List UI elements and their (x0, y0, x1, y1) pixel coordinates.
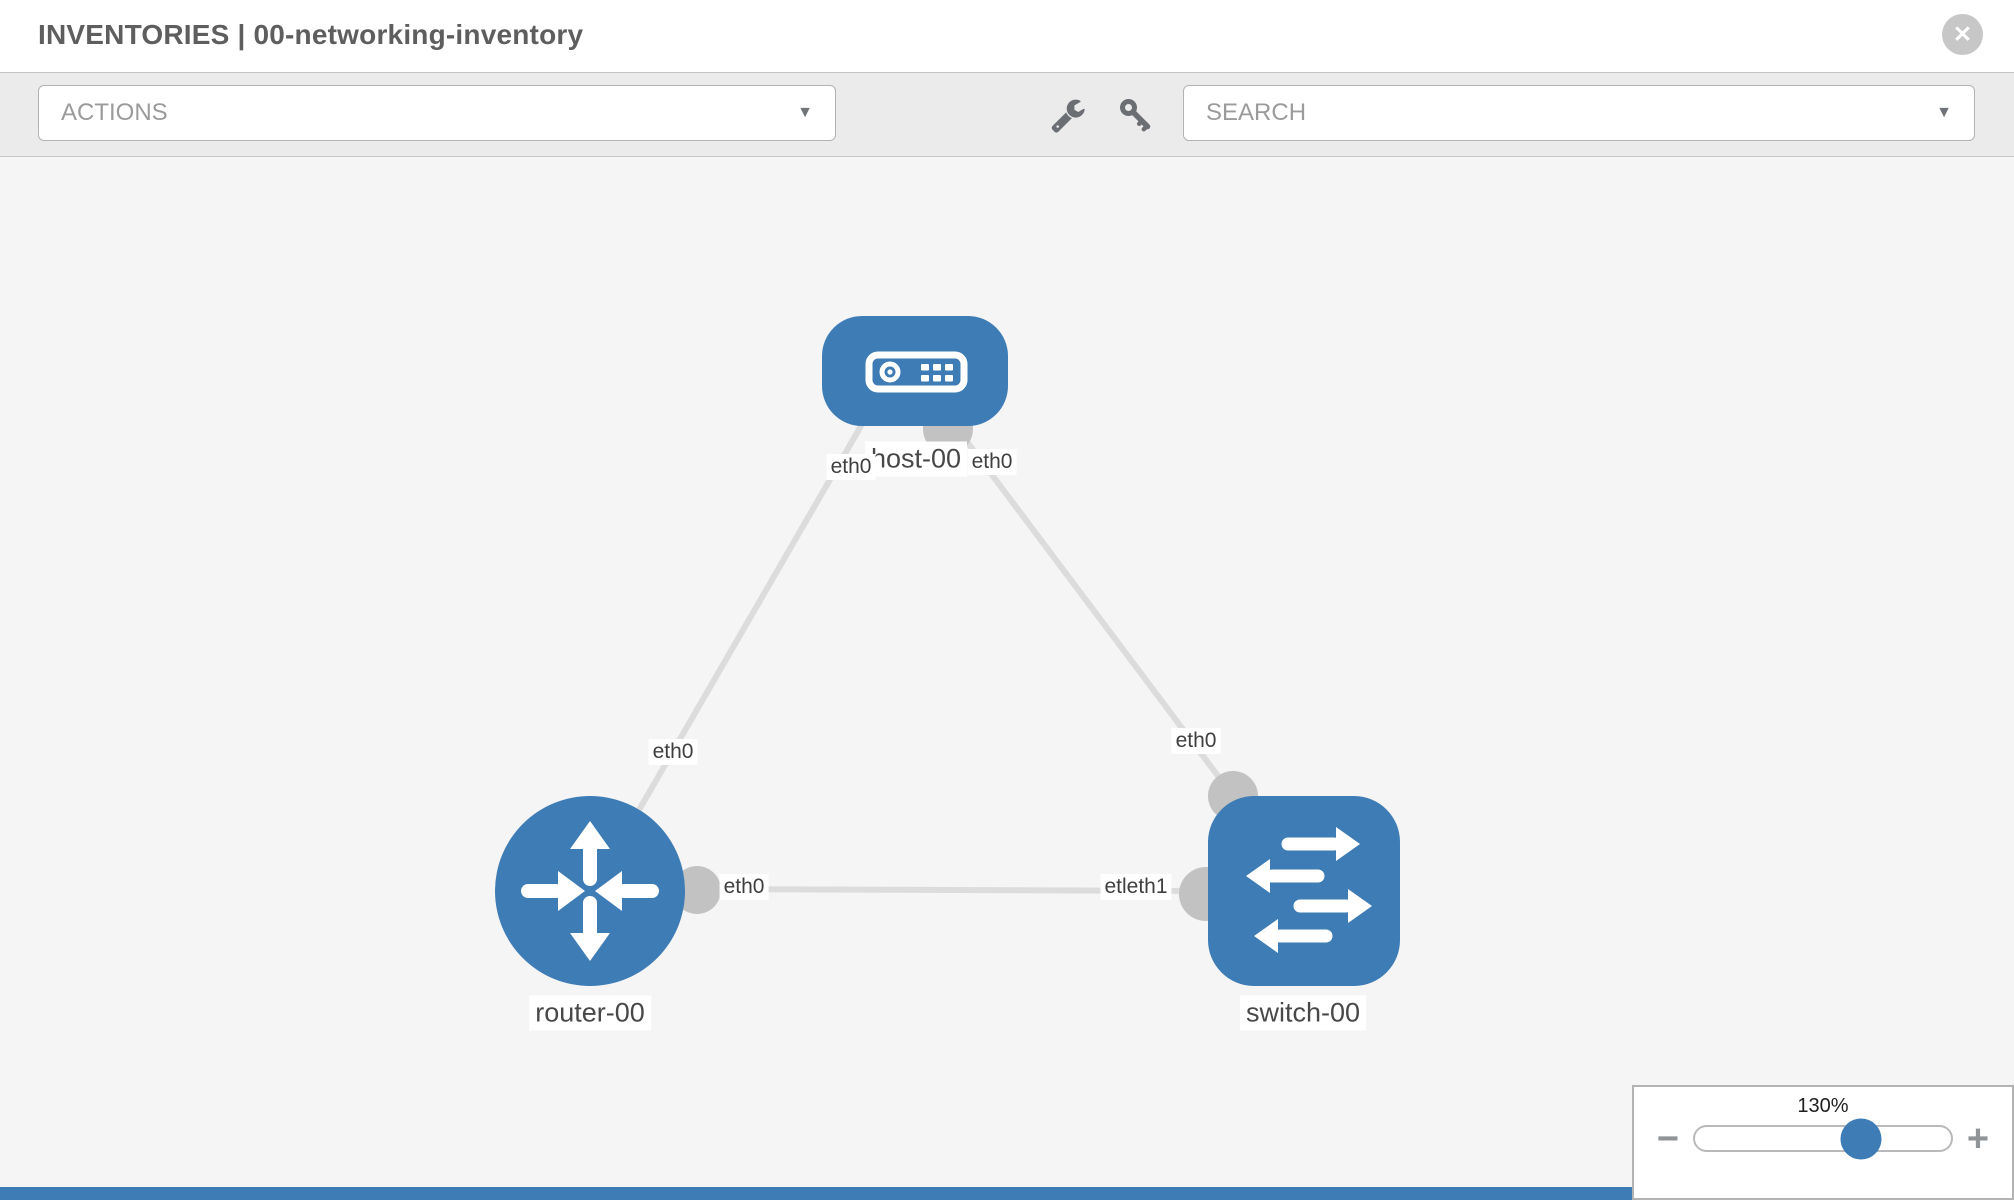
zoom-percent-label: 130% (1797, 1095, 1849, 1117)
topology-canvas[interactable]: host-00 router-00 switch-00 eth0 eth0 et… (0, 157, 2014, 1200)
header: INVENTORIES | 00-networking-inventory ✕ (0, 0, 2014, 72)
iface-label-host-left: eth0 (826, 454, 876, 480)
node-label-router-00: router-00 (529, 995, 651, 1031)
search-dropdown-label: SEARCH (1206, 99, 1307, 126)
switch-icon (1246, 827, 1372, 953)
toolbar: ACTIONS ▼ SEARCH ▼ (0, 72, 2014, 157)
zoom-control-panel: 130% − + (1632, 1085, 2014, 1200)
node-router-00[interactable] (495, 796, 685, 986)
key-icon[interactable] (1118, 97, 1154, 133)
node-host-00[interactable] (822, 316, 1008, 426)
zoom-in-button[interactable]: + (1964, 1120, 1992, 1158)
zoom-out-button[interactable]: − (1654, 1120, 1682, 1158)
close-icon: ✕ (1952, 21, 1973, 47)
iface-label-router-right: eth0 (719, 874, 769, 900)
router-icon (521, 821, 659, 961)
links (625, 417, 1236, 894)
iface-label-router-top: eth0 (648, 739, 698, 765)
host-icon (865, 351, 968, 393)
chevron-down-icon: ▼ (1936, 104, 1952, 121)
page-title: INVENTORIES | 00-networking-inventory (38, 19, 584, 50)
node-switch-00[interactable] (1208, 796, 1400, 986)
close-button[interactable]: ✕ (1942, 14, 1983, 55)
iface-label-clipped: etl (1104, 875, 1127, 898)
iface-label-switch-top: eth0 (1171, 728, 1221, 754)
interface-dots (673, 404, 1258, 921)
chevron-down-icon: ▼ (797, 104, 813, 121)
actions-dropdown[interactable]: ACTIONS ▼ (38, 85, 836, 141)
zoom-slider-thumb[interactable] (1840, 1118, 1882, 1159)
plus-icon: + (1966, 1117, 1990, 1160)
topology-svg (495, 316, 1400, 986)
iface-label-host-right: eth0 (967, 449, 1017, 475)
node-label-host-00: host-00 (864, 441, 968, 477)
wrench-icon[interactable] (1050, 97, 1086, 133)
bottom-accent-bar (0, 1187, 1633, 1200)
interface-dot-router-eth0[interactable] (673, 866, 721, 914)
search-dropdown[interactable]: SEARCH ▼ (1183, 85, 1975, 141)
zoom-slider-track[interactable] (1693, 1118, 1953, 1159)
actions-dropdown-label: ACTIONS (61, 99, 168, 126)
iface-label-eth1: eth1 (1126, 875, 1168, 898)
minus-icon: − (1656, 1117, 1680, 1160)
node-label-switch-00: switch-00 (1239, 995, 1367, 1031)
link-host-router[interactable] (625, 417, 868, 831)
iface-label-switch-left: etleth1 (1100, 874, 1172, 900)
